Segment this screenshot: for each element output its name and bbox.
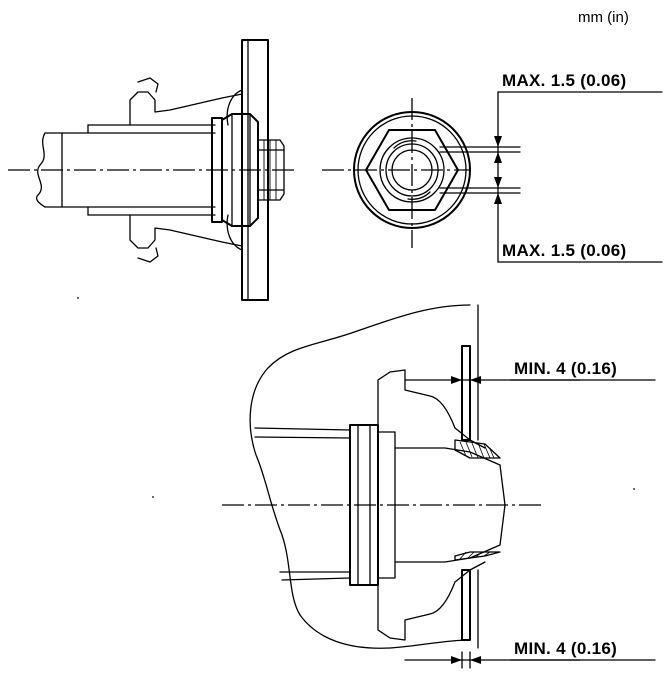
- hub-section-upper: [377, 369, 486, 449]
- crimp-upper-hatch: [459, 441, 495, 459]
- min-top-label: MIN. 4 (0.16): [514, 359, 617, 378]
- end-view-bore: [391, 149, 433, 191]
- end-view-washer-circle: [353, 111, 471, 229]
- washer: [211, 117, 223, 223]
- end-view-hex-nut: [365, 129, 459, 211]
- shaft-shoulder: [87, 124, 216, 216]
- side-view-shaft-nut: [8, 39, 298, 301]
- hub-top-lug: [137, 77, 159, 93]
- flange-fillets: [226, 89, 243, 251]
- section-collar-lines: [357, 424, 371, 586]
- crimp-upper: [454, 439, 501, 459]
- max-top-arrow-down: [494, 136, 502, 147]
- max-bottom-arrow-down: [494, 177, 502, 188]
- axle-upper-lines: [254, 427, 351, 439]
- min-top-arrow-right: [470, 376, 481, 384]
- units-label: mm (in): [578, 9, 629, 26]
- max-bottom-arrow-up: [494, 193, 502, 204]
- flange-plate: [241, 39, 269, 301]
- max-bottom-label: MAX. 1.5 (0.06): [502, 241, 627, 260]
- scan-specks: [77, 297, 635, 498]
- end-view-washer-inner: [357, 115, 467, 225]
- hub-upper-profile: [129, 91, 243, 126]
- end-view-thread-outer: [379, 137, 445, 203]
- hub-lower-profile: [129, 214, 243, 249]
- knuckle-break-outline: [249, 304, 471, 649]
- max-top-arrow-up: [494, 152, 502, 163]
- min-bottom-arrow-right: [470, 656, 481, 664]
- flange-section-lower: [461, 569, 471, 641]
- crimp-lower: [454, 551, 501, 561]
- section-view: MIN. 4 (0.16) MIN. 4 (0.16): [222, 304, 656, 669]
- nut-body: [221, 113, 259, 227]
- hub-section-lower: [377, 561, 486, 641]
- min-bottom-arrow-left: [451, 656, 462, 664]
- shaft-outline: [44, 132, 216, 208]
- end-view-nut: MAX. 1.5 (0.06) MAX. 1.5 (0.06): [322, 71, 663, 263]
- end-view-thread-mid: [385, 143, 439, 197]
- end-view-crimp-marks: [393, 140, 431, 200]
- min-bottom-label: MIN. 4 (0.16): [514, 639, 617, 658]
- hub-bottom-lug: [137, 247, 159, 263]
- max-extension-lines: [439, 146, 521, 194]
- flange-section-upper: [461, 345, 471, 441]
- crimp-lower-hatch: [459, 551, 491, 560]
- min-top-arrow-left: [451, 376, 462, 384]
- nut-flats: [231, 113, 251, 227]
- axle-lower-lines: [279, 571, 351, 581]
- shaft-break-line: [35, 132, 46, 208]
- thread-roots: [257, 149, 285, 191]
- max-top-label: MAX. 1.5 (0.06): [502, 71, 627, 90]
